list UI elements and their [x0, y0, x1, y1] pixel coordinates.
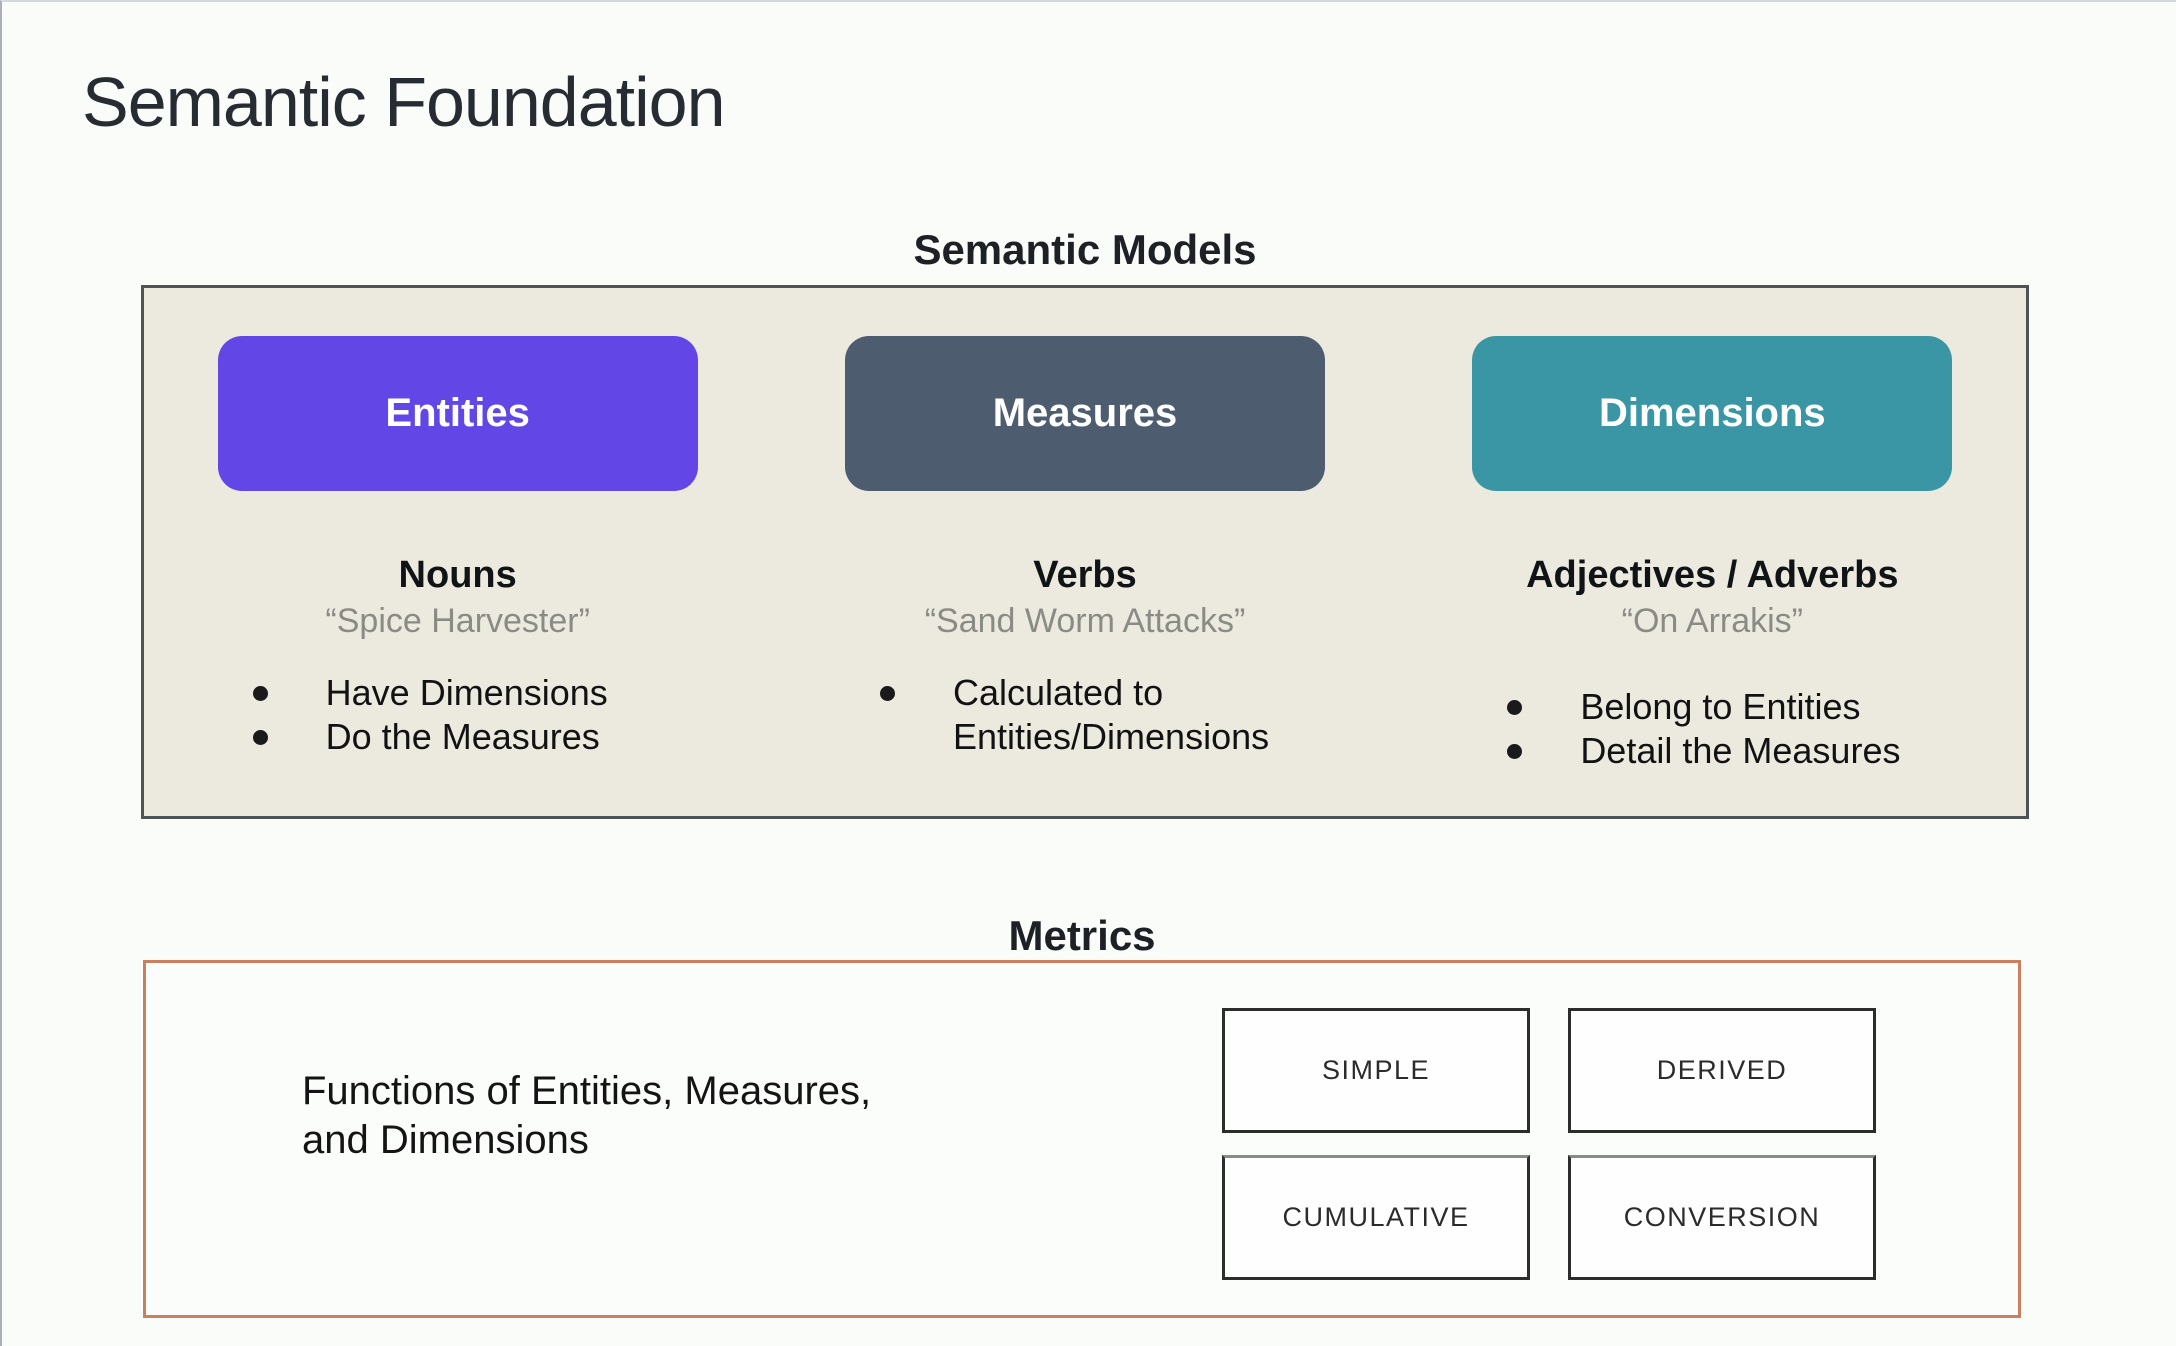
- metric-type-conversion: CONVERSION: [1568, 1155, 1876, 1280]
- metrics-description: Functions of Entities, Measures, and Dim…: [302, 1069, 872, 1162]
- measures-column: Measures Verbs “Sand Worm Attacks” Calcu…: [771, 288, 1398, 816]
- metric-type-cumulative: CUMULATIVE: [1222, 1155, 1530, 1280]
- bullet-dot: [1507, 744, 1523, 760]
- entities-bullet-list: Have Dimensions Do the Measures: [252, 671, 663, 759]
- list-item: Have Dimensions: [252, 671, 663, 715]
- semantic-models-panel: Entities Nouns “Spice Harvester” Have Di…: [141, 285, 2029, 819]
- entities-word-type: Nouns: [398, 554, 517, 596]
- bullet-dot: [252, 730, 268, 746]
- metric-type-simple: SIMPLE: [1222, 1008, 1530, 1133]
- page-title: Semantic Foundation: [82, 63, 726, 141]
- dimensions-column: Dimensions Adjectives / Adverbs “On Arra…: [1399, 288, 2026, 816]
- bullet-label: Detail the Measures: [1580, 730, 1901, 772]
- measures-example: “Sand Worm Attacks”: [924, 601, 1246, 640]
- entities-example: “Spice Harvester”: [325, 601, 590, 640]
- dimensions-word-type: Adjectives / Adverbs: [1526, 554, 1899, 596]
- list-item: Calculated to Entities/Dimensions: [879, 671, 1290, 759]
- measures-pill: Measures: [844, 336, 1325, 491]
- bullet-label: Calculated to Entities/Dimensions: [952, 672, 1270, 758]
- metric-types-grid: SIMPLE DERIVED CUMULATIVE CONVERSION: [1222, 1008, 1876, 1280]
- dimensions-example: “On Arrakis”: [1621, 601, 1803, 640]
- bullet-label: Have Dimensions: [325, 672, 608, 714]
- dimensions-bullet-list: Belong to Entities Detail the Measures: [1507, 685, 1917, 773]
- bullet-label: Belong to Entities: [1580, 686, 1861, 728]
- entities-column: Entities Nouns “Spice Harvester” Have Di…: [144, 288, 771, 816]
- bullet-label: Do the Measures: [325, 716, 600, 758]
- metric-type-derived: DERIVED: [1568, 1008, 1876, 1133]
- bullet-dot: [879, 686, 895, 702]
- measures-bullet-list: Calculated to Entities/Dimensions: [879, 671, 1290, 759]
- entities-pill: Entities: [217, 336, 698, 491]
- bullet-dot: [1507, 700, 1523, 716]
- measures-word-type: Verbs: [1033, 554, 1137, 596]
- metrics-panel: Functions of Entities, Measures, and Dim…: [143, 960, 2021, 1318]
- semantic-models-heading: Semantic Models: [913, 226, 1257, 273]
- dimensions-pill: Dimensions: [1472, 336, 1953, 491]
- list-item: Do the Measures: [252, 715, 663, 759]
- metrics-heading: Metrics: [1008, 912, 1156, 959]
- list-item: Detail the Measures: [1507, 729, 1917, 773]
- bullet-dot: [252, 686, 268, 702]
- list-item: Belong to Entities: [1507, 685, 1917, 729]
